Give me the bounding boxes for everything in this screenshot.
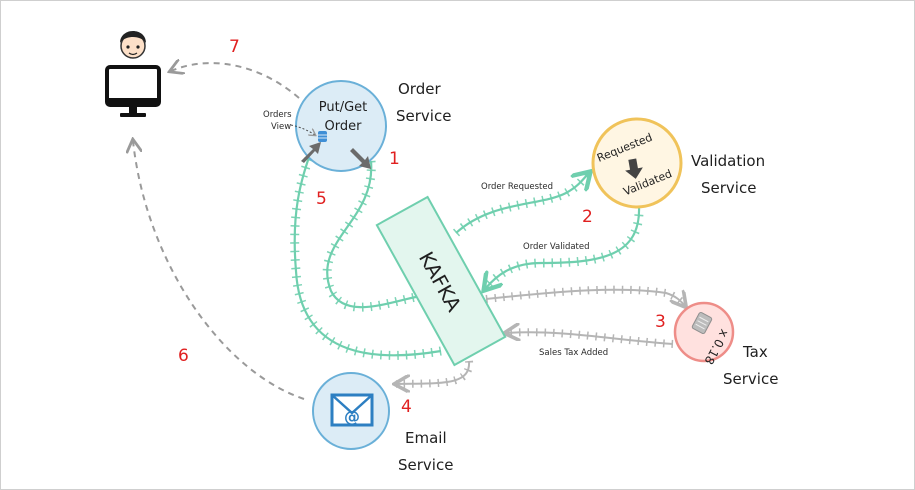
step-7: 7: [229, 37, 240, 57]
stream-kafka-to-order: [290, 149, 442, 360]
order-service-name-1: Order: [398, 80, 441, 98]
validation-service-name-2: Service: [701, 179, 756, 197]
step-4: 4: [401, 397, 412, 417]
tax-service-name-2: Service: [723, 370, 778, 388]
step-5: 5: [316, 189, 327, 209]
edge-label-order-validated: Order Validated: [523, 242, 590, 252]
stream-kafka-to-validation: [452, 173, 589, 237]
email-service-name-1: Email: [405, 429, 447, 447]
email-service-name-2: Service: [398, 456, 453, 474]
calculator-icon: [691, 311, 713, 335]
stream-kafka-to-email: [396, 360, 474, 384]
database-icon: [318, 131, 327, 142]
user-face-icon: [120, 31, 146, 59]
validation-service-name-1: Validation: [691, 152, 765, 170]
step-1: 1: [389, 149, 400, 169]
arrow-icon: [301, 142, 371, 169]
stream-tax-to-kafka: [506, 332, 674, 348]
orders-view-pointer: [290, 124, 315, 135]
stream-validation-to-kafka: [485, 205, 644, 289]
email-service-node[interactable]: @: [312, 372, 390, 450]
orders-view-line2: View: [271, 122, 291, 132]
orders-view-line1: Orders: [263, 110, 292, 120]
stream-order-to-kafka: [322, 160, 422, 312]
envelope-icon: @: [330, 393, 374, 427]
stream-kafka-to-tax: [485, 285, 685, 306]
step-2: 2: [582, 207, 593, 227]
edge-label-sales-tax-added: Sales Tax Added: [539, 348, 608, 358]
edge-6-dashed: [133, 141, 305, 400]
edge-7-dashed: [171, 63, 300, 99]
edge-label-order-requested: Order Requested: [481, 182, 553, 192]
order-inner-top: Put/Get: [319, 100, 368, 115]
tax-service-node[interactable]: x 0.18: [673, 301, 735, 367]
order-service-node[interactable]: Put/Get Order: [295, 80, 387, 172]
arrow-icon: [625, 158, 643, 179]
step-6: 6: [178, 346, 189, 366]
step-3: 3: [655, 312, 666, 332]
kafka-broker: KAFKA: [375, 195, 507, 367]
order-service-name-2: Service: [396, 107, 451, 125]
email-inner: @: [344, 407, 360, 426]
validation-service-node[interactable]: Requested Validated: [591, 117, 683, 209]
monitor-icon: [105, 65, 161, 117]
tax-service-name-1: Tax: [742, 343, 768, 361]
order-inner-bottom: Order: [325, 119, 363, 134]
